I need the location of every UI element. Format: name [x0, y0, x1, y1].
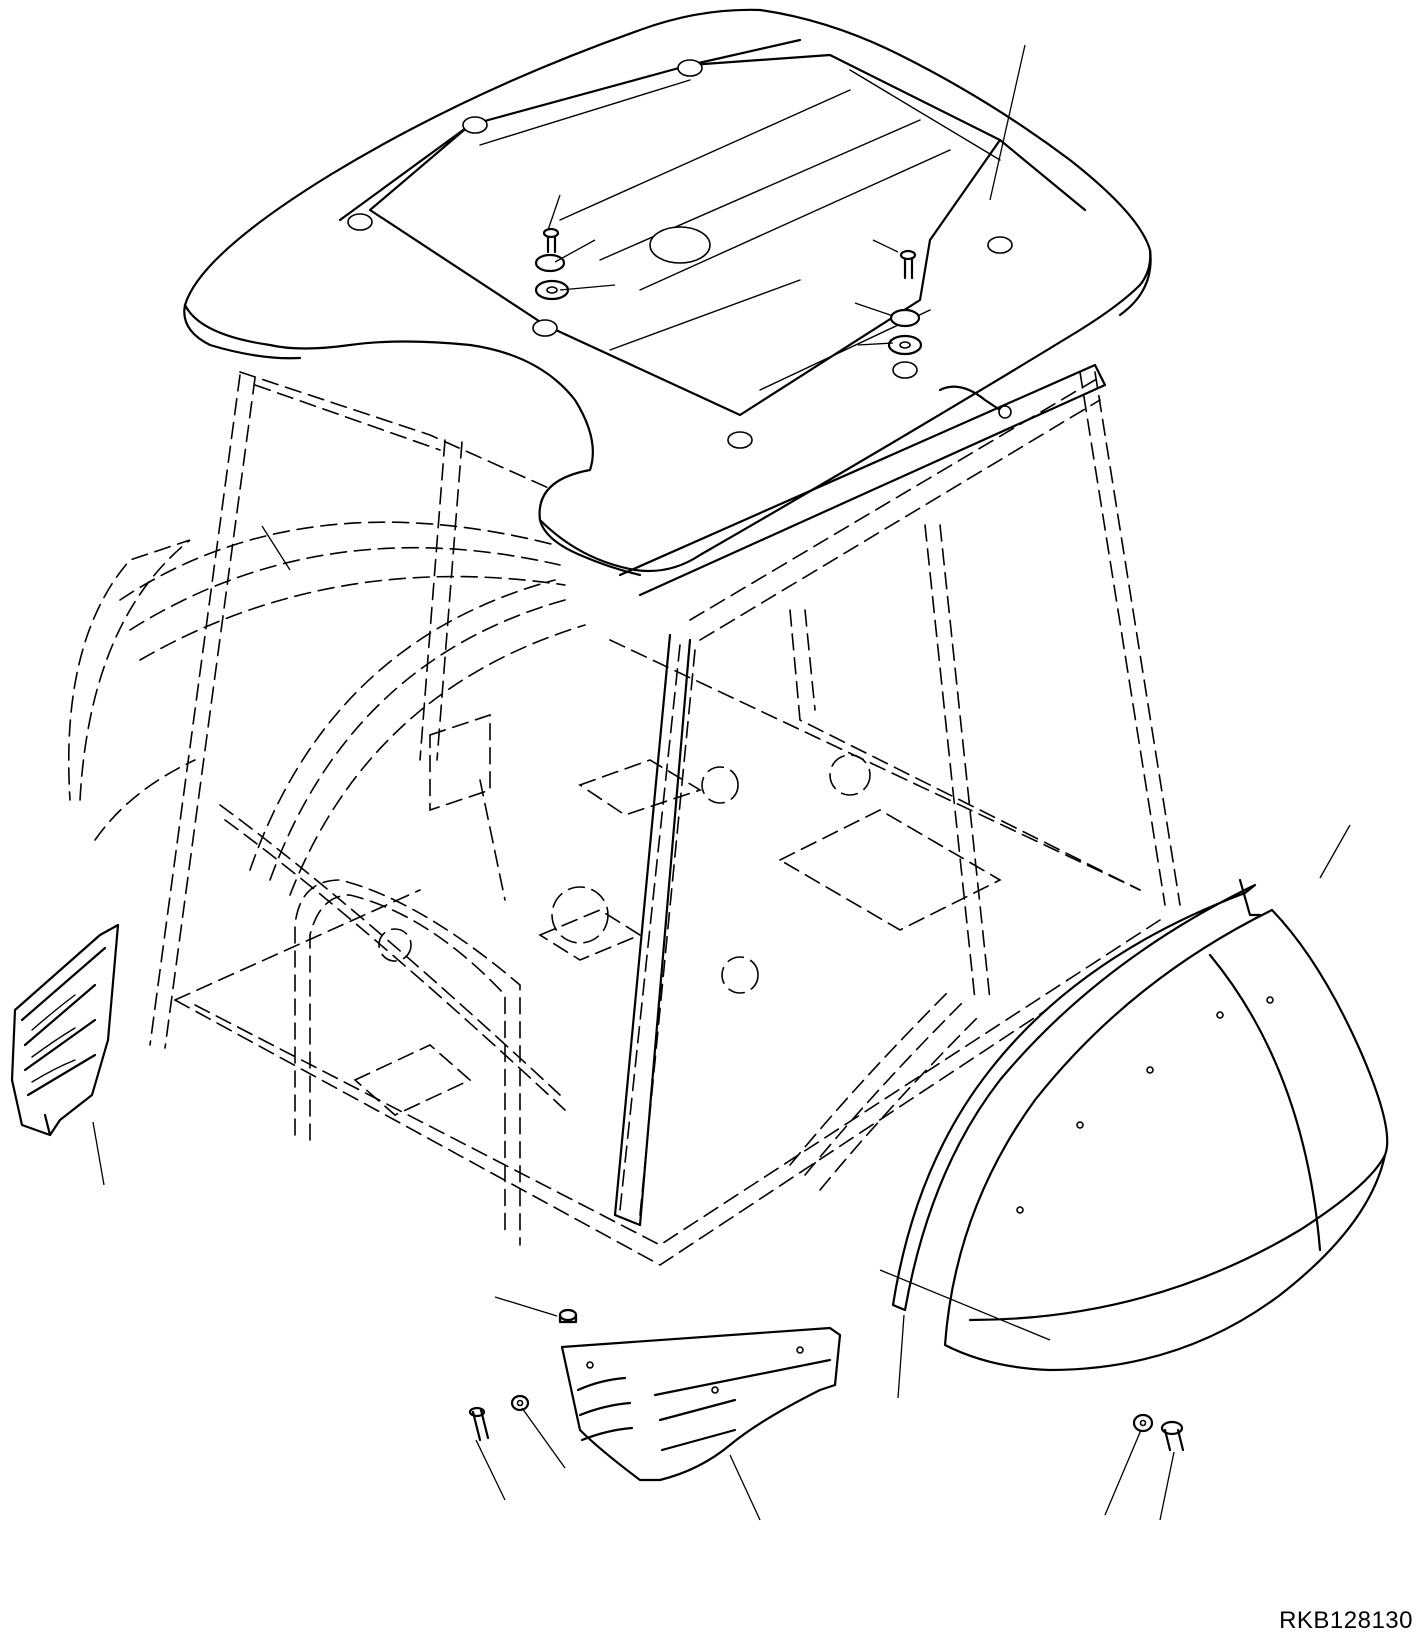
cover-washer-left — [510, 1394, 530, 1412]
front-lower-cover — [560, 1326, 842, 1482]
cab-frame — [67, 371, 1181, 1266]
leader-lines — [92, 44, 1351, 1521]
cover-bolt-right — [1160, 1420, 1185, 1452]
roof-cover — [183, 8, 1152, 597]
front-pillar — [613, 633, 692, 1227]
right-side-cover — [943, 908, 1389, 1372]
frame-bolt — [558, 1308, 578, 1324]
cover-bolt-left — [468, 1406, 490, 1442]
side-seal-strip — [891, 878, 1262, 1312]
mount-hardware-left — [534, 227, 570, 301]
cover-washer-right — [1132, 1413, 1154, 1433]
mount-hardware-right — [887, 249, 923, 356]
drawing-code: RKB128130 — [1279, 1607, 1413, 1634]
rear-left-cover — [10, 923, 120, 1137]
